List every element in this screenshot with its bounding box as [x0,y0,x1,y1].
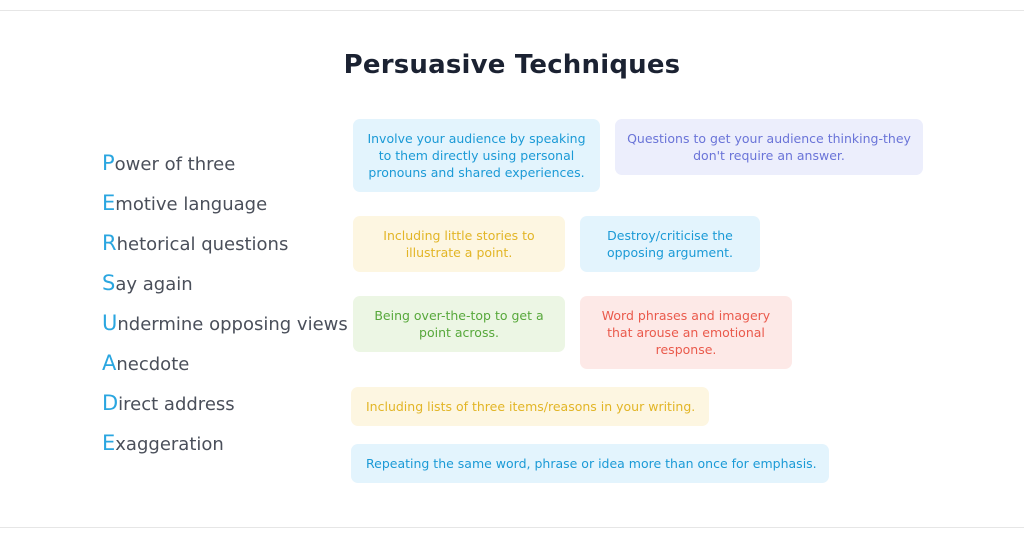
acrostic-text: motive language [115,194,268,215]
acrostic-text: ay again [115,274,193,295]
acrostic-initial: P [102,151,115,175]
acrostic-initial: A [102,351,117,375]
card-emotive-language: Word phrases and imagery that arouse an … [580,296,792,369]
acrostic-text: necdote [116,354,190,375]
acrostic-item-direct-address: Direct address [102,389,348,429]
card-say-again: Repeating the same word, phrase or idea … [351,444,829,483]
acrostic-list: Power of three Emotive language Rhetoric… [102,149,348,469]
acrostic-text: ndermine opposing views [117,314,348,335]
acrostic-text: irect address [118,394,235,415]
acrostic-initial: S [102,271,116,295]
card-rhetorical-questions: Questions to get your audience thinking-… [615,119,923,175]
acrostic-text: ower of three [114,154,236,175]
card-exaggeration: Being over-the-top to get a point across… [353,296,565,352]
bottom-divider [0,527,1024,528]
acrostic-initial: R [102,231,117,255]
page-title: Persuasive Techniques [343,50,681,80]
acrostic-text: hetorical questions [116,234,289,255]
card-power-of-three: Including lists of three items/reasons i… [351,387,709,426]
acrostic-item-emotive-language: Emotive language [102,189,348,229]
card-direct-address: Involve your audience by speaking to the… [353,119,600,192]
acrostic-item-undermine: Undermine opposing views [102,309,348,349]
acrostic-item-exaggeration: Exaggeration [102,429,348,469]
card-undermine: Destroy/criticise the opposing argument. [580,216,760,272]
acrostic-initial: U [102,311,118,335]
acrostic-initial: E [102,191,116,215]
acrostic-initial: D [102,391,119,415]
acrostic-item-anecdote: Anecdote [102,349,348,389]
acrostic-item-power-of-three: Power of three [102,149,348,189]
top-divider [0,10,1024,11]
acrostic-text: xaggeration [115,434,224,455]
acrostic-item-say-again: Say again [102,269,348,309]
acrostic-item-rhetorical-questions: Rhetorical questions [102,229,348,269]
acrostic-initial: E [102,431,116,455]
card-anecdote: Including little stories to illustrate a… [353,216,565,272]
